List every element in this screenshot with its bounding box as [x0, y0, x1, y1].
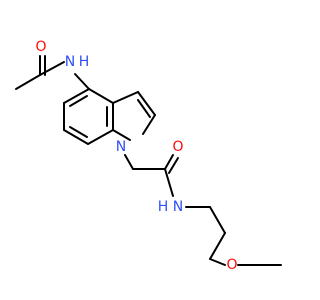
bond-c4-c5-inner: [69, 95, 88, 107]
bond-methyl-carbonyl: [15, 74, 41, 90]
bond-carbonyl-nh: [39, 61, 65, 76]
atom-acetamide-nitrogen: N: [65, 54, 75, 70]
bond-c3-o: [209, 258, 226, 266]
bond-c3a-c3: [112, 91, 139, 104]
bond-c4-c5: [63, 88, 90, 104]
atom-amide-nitrogen: N: [173, 199, 183, 215]
atom-label-layer: O N H N O N H O: [35, 39, 237, 273]
bond-c6-c7-inner: [69, 126, 88, 138]
bond-n1-ch2: [124, 154, 134, 170]
bond-c3-c2: [137, 91, 156, 116]
bond-c3a-c4: [88, 88, 114, 104]
bond-c6-c7: [63, 129, 89, 145]
bond-c3-c2-inner: [137, 99, 151, 118]
bond-c7-c7a: [87, 129, 114, 145]
bond-c1-c2: [209, 206, 226, 234]
atom-acetamide-nitrogen-hydrogen: H: [79, 54, 90, 70]
atom-indole-nitrogen: N: [116, 139, 126, 155]
atom-ether-oxygen: O: [226, 257, 237, 273]
bond-nh-c4: [74, 73, 90, 90]
molecule-structure-diagram: O N H N O N H O: [15, 39, 282, 273]
bond-amide-c-o: [164, 154, 174, 170]
bond-n1-c7a: [112, 129, 131, 141]
bond-c2-c3: [209, 232, 226, 260]
atom-acetamide-oxygen: O: [35, 39, 46, 55]
bond-amide-c-nh: [164, 168, 174, 197]
bond-layer: [15, 55, 282, 266]
atom-amide-oxygen: O: [172, 139, 183, 155]
atom-amide-nitrogen-hydrogen: H: [158, 199, 169, 215]
bond-c2-n1: [142, 114, 156, 135]
bond-amide-c-o-double: [168, 157, 179, 174]
